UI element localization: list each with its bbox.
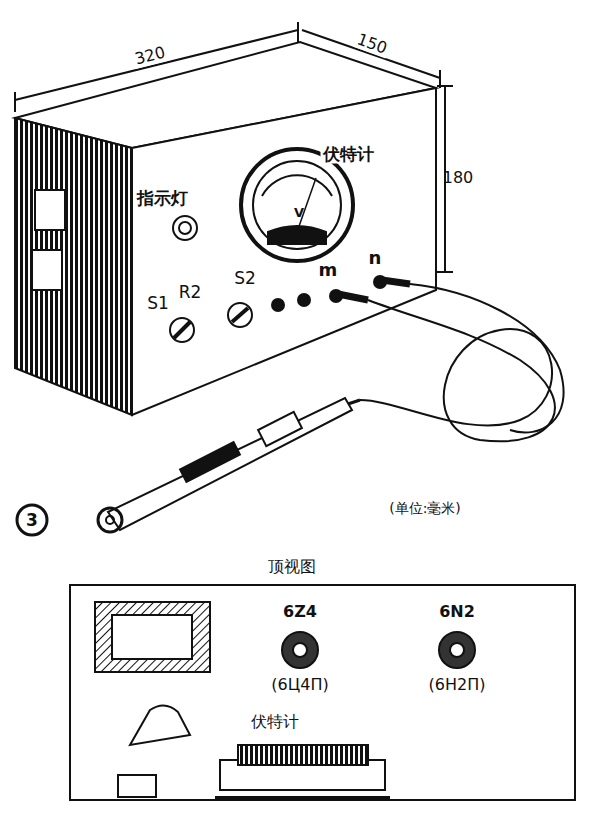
part-label: 伏特计 <box>251 714 299 730</box>
tube-socket <box>282 632 318 668</box>
plug <box>382 280 410 284</box>
transformer <box>95 602 210 672</box>
figure-number-ring <box>17 505 47 535</box>
indicator-lamp <box>173 216 197 240</box>
tube-label: (6H2П) <box>429 677 486 693</box>
unit-label: V <box>294 206 304 219</box>
tube-socket <box>439 632 475 668</box>
dimension-label: 180 <box>443 170 474 186</box>
tube-label: 6N2 <box>439 604 475 620</box>
figure-number: 3 <box>26 512 38 529</box>
probe <box>108 398 352 530</box>
switch-knob <box>228 303 252 327</box>
socket-hole <box>272 299 284 311</box>
cable <box>410 284 564 433</box>
switch-label: R2 <box>179 284 202 301</box>
indicator-lamp-rear <box>130 705 190 745</box>
cable <box>360 300 555 441</box>
view-title: 顶视图 <box>266 558 318 576</box>
tube-label: 6Z4 <box>283 604 317 620</box>
part-label: 伏特计 <box>321 145 376 164</box>
voltmeter <box>241 149 353 261</box>
terminal-label: m <box>319 261 338 279</box>
dimension-label: 320 <box>131 43 169 69</box>
front-panel <box>132 88 436 415</box>
plug <box>338 294 368 300</box>
terminal-label: n <box>369 249 382 267</box>
box-side <box>15 118 132 415</box>
socket-hole <box>298 294 310 306</box>
part-label: 指示灯 <box>137 190 188 207</box>
unit-note: (单位:毫米) <box>387 500 463 516</box>
switch-label: S1 <box>147 295 169 312</box>
top-view-chassis <box>70 585 575 800</box>
switch-knob <box>170 318 194 342</box>
switch-label: S2 <box>234 270 256 287</box>
tube-label: (6Ц4П) <box>271 677 328 693</box>
